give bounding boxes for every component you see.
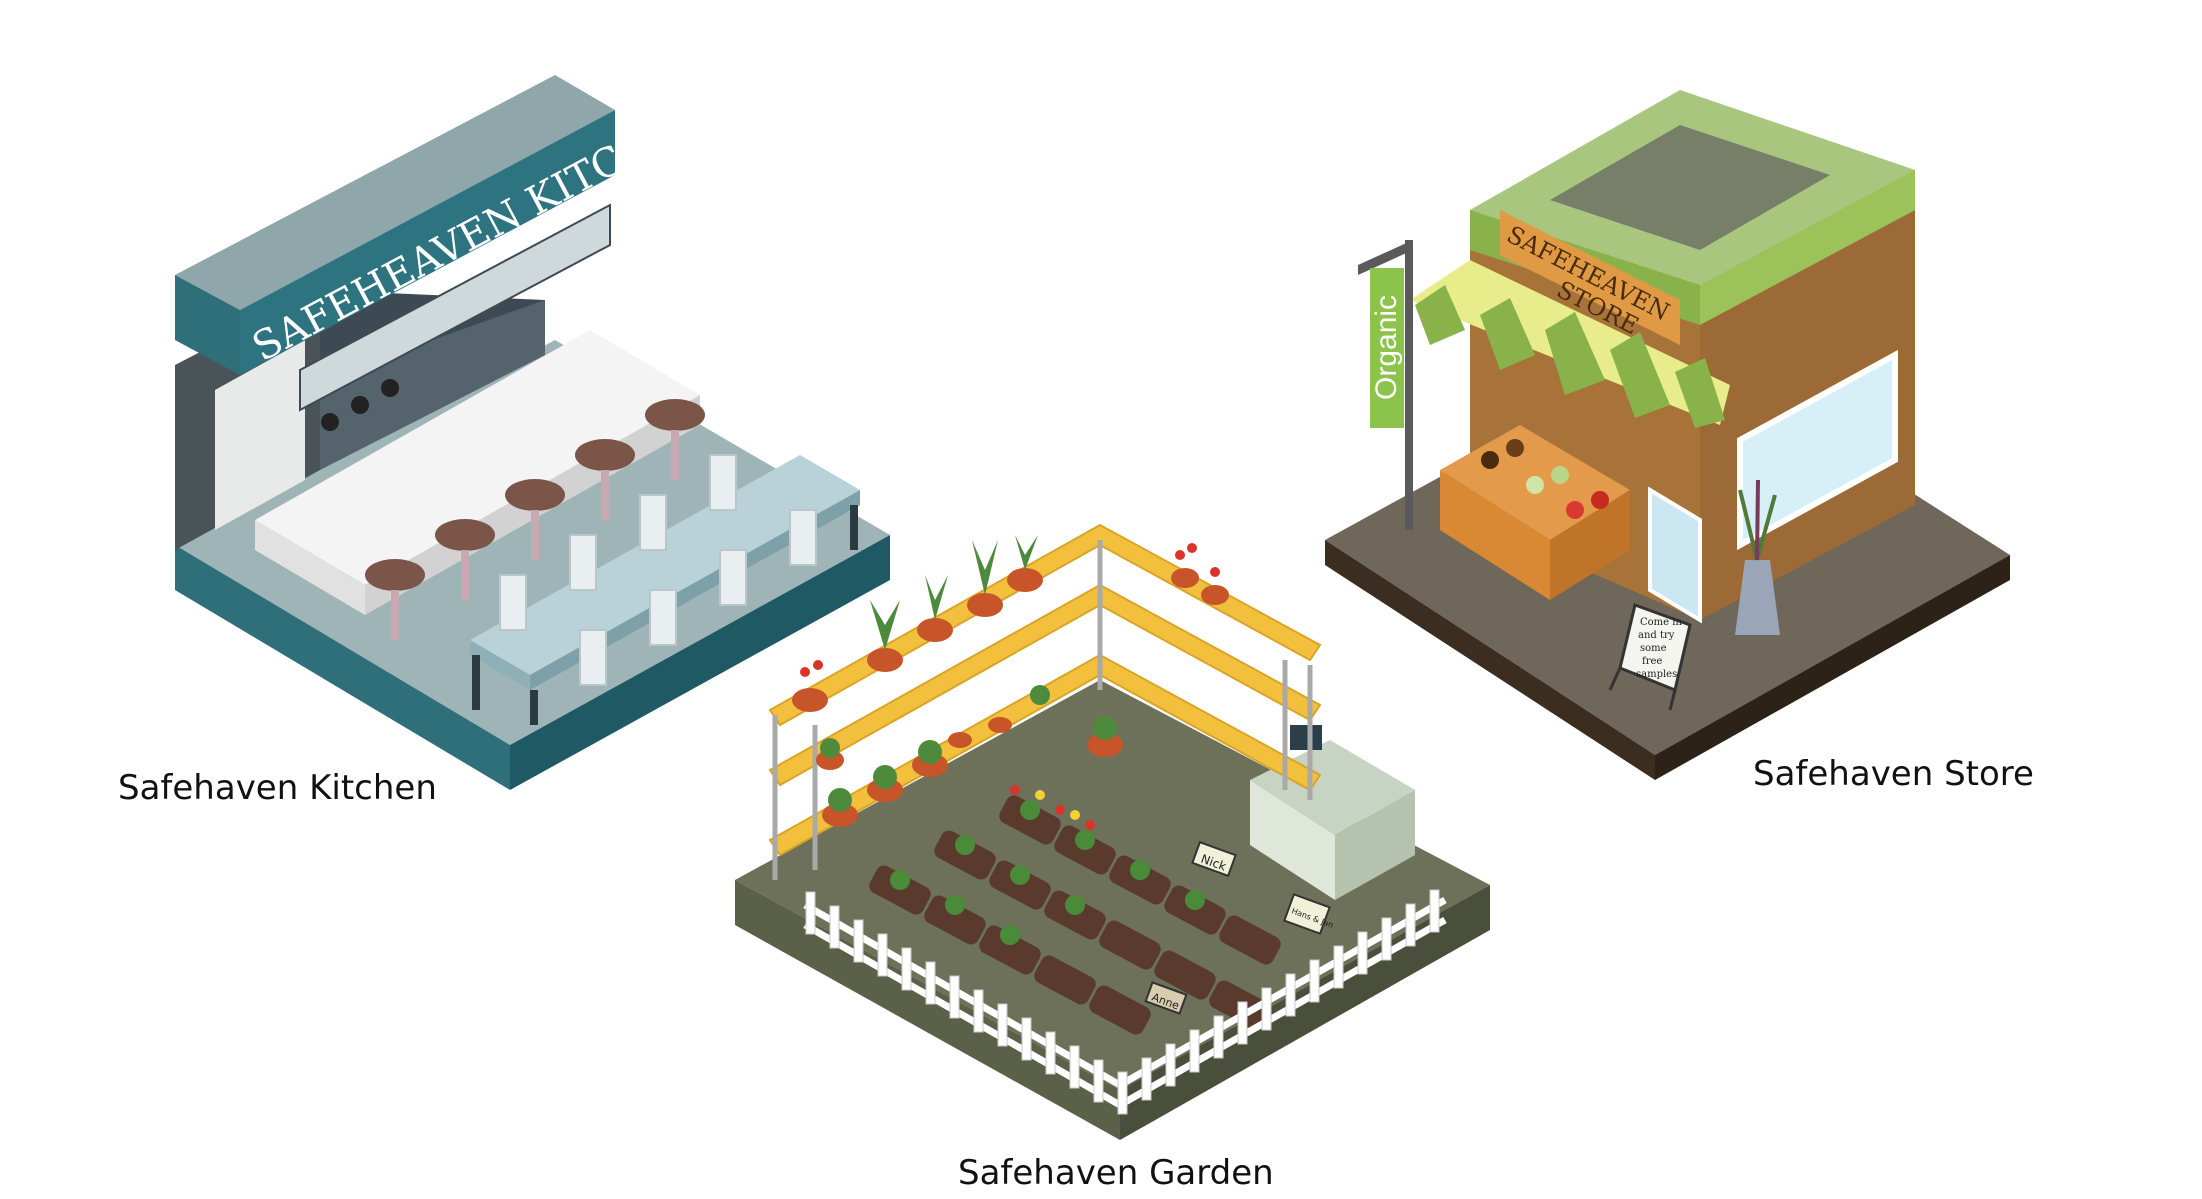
store-illustration: SAFEHEAVEN STORE Organic	[1325, 90, 2010, 780]
board-line-3: some	[1640, 643, 1667, 654]
board-line-4: free	[1642, 656, 1662, 667]
board-line-2: and try	[1638, 630, 1675, 641]
caption-garden: Safehaven Garden	[958, 1153, 1274, 1193]
caption-kitchen: Safehaven Kitchen	[118, 768, 437, 808]
garden-label-nick-sign: Nick	[1191, 840, 1237, 878]
board-line-1: Come in	[1640, 617, 1682, 628]
organic-banner-text: Organic	[1370, 295, 1403, 400]
burner-icon	[321, 413, 339, 431]
register-icon	[1290, 725, 1322, 750]
plant-shelves	[768, 523, 1322, 880]
caption-store: Safehaven Store	[1753, 754, 2034, 794]
awning	[1410, 260, 1730, 428]
sandwich-board: Come in and try some free samples	[1608, 603, 1692, 711]
garden-label-third-sign: Hans & Jan	[1283, 893, 1335, 935]
board-line-5: samples	[1636, 669, 1677, 680]
burner-icon	[381, 379, 399, 397]
garden-illustration: Nick Anne Hans & Jan	[735, 523, 1490, 1140]
kitchen-illustration: SAFEHEAVEN KITCHEN	[175, 75, 890, 790]
burner-icon	[351, 396, 369, 414]
